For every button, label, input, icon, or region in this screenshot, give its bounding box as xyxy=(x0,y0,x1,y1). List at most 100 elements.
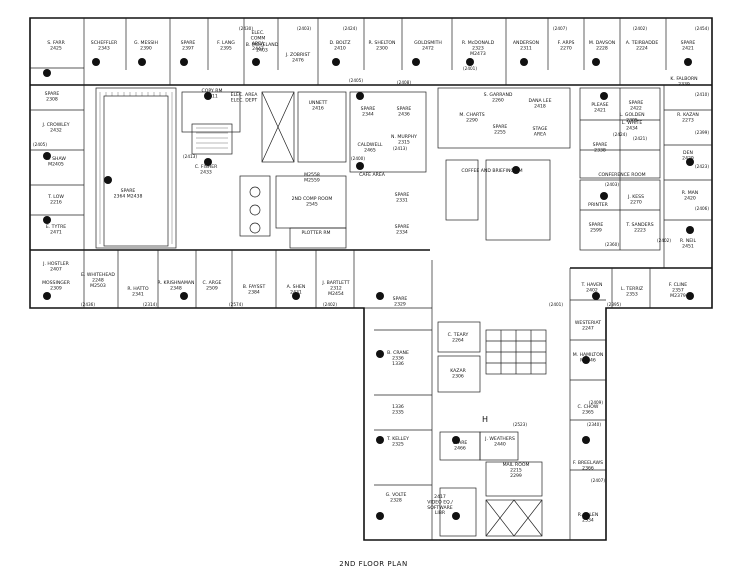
room-label-line: 2315 xyxy=(398,139,410,145)
room-label-line: 2341 xyxy=(132,291,144,297)
room-label-line: L. WHITE xyxy=(622,120,643,126)
plan-caption: 2ND FLOOR PLAN xyxy=(339,560,408,568)
room-label-line: M. HAMILTON xyxy=(573,352,604,358)
room-label-line: ELEC. xyxy=(251,30,264,36)
room-label-line: 2299 xyxy=(510,473,522,479)
room-number-tag: (2405) xyxy=(33,142,47,147)
room-label-line: SPARE xyxy=(681,40,696,46)
room-label-line: SPARE xyxy=(45,91,60,97)
room-label-line: F. CLINE xyxy=(669,282,687,288)
room-number-tag: (2405) xyxy=(349,78,363,83)
room-label-line: 2216 xyxy=(50,199,62,205)
room-label-line: C. ARGE xyxy=(203,280,222,286)
room-label-line: J. HOSTLER xyxy=(42,261,70,267)
room-number-tag: (2523) xyxy=(513,422,527,427)
room-label-line: 2215 xyxy=(510,467,522,473)
room-label-line: 2331 xyxy=(396,197,408,203)
room-label-line: M2454 xyxy=(328,291,344,297)
room-label-line: 2425 xyxy=(50,45,62,51)
room-number-tag: (2403) xyxy=(297,26,311,31)
room-label-line: M. DAVSON xyxy=(589,40,615,46)
room-number-tag: (2314) xyxy=(143,302,157,307)
room-label-line: R. McDONALD xyxy=(462,40,495,46)
room-label-line: M. CHARTS xyxy=(459,112,484,118)
room-label-line: R. MAN xyxy=(682,190,699,196)
room-label-line: C. CHOW xyxy=(578,404,599,410)
room-label-line: 2339 xyxy=(678,81,690,87)
room-label-line: 2429 xyxy=(682,155,694,161)
room-number-tag: (2413) xyxy=(183,154,197,159)
room-label-line: M2379 xyxy=(670,293,686,299)
room-label: PLOTTER RM xyxy=(301,230,330,236)
room-label-line: 2323 xyxy=(472,45,484,51)
room-label-line: 2418 xyxy=(534,103,546,109)
room-label-line: SPARE xyxy=(395,192,410,198)
room-label-line: 2465 xyxy=(364,147,376,153)
room-number-tag: (2403) xyxy=(605,182,619,187)
room-label-line: SCHEFFLER xyxy=(91,40,118,46)
room-label-line: 2432 xyxy=(50,127,62,133)
room-label-line: M2558 xyxy=(304,172,320,178)
room-label-line: A. SHEN xyxy=(287,284,306,290)
room-number-tag: (2424) xyxy=(613,132,627,137)
room-label-line: 2365 xyxy=(582,409,594,415)
room-label-line: LIBR xyxy=(435,510,446,516)
room-label-line: 2436 xyxy=(398,111,410,117)
room-label-line: J. CROWLEY xyxy=(41,122,69,128)
room-label-line: 2309 xyxy=(50,285,62,291)
room-label-line: MAIL ROOM xyxy=(503,462,530,468)
room-label-line: 2ND COMP ROOM xyxy=(292,196,333,202)
room-label-line: R. KAZAN xyxy=(677,112,699,118)
room-label-line: SOFTWARE xyxy=(427,505,453,511)
room-label-line: ELEC. AREA xyxy=(231,92,259,98)
room-number-tag: (2340) xyxy=(587,422,601,427)
room-number-tag: (2413) xyxy=(393,146,407,151)
room-label-line: 2270 xyxy=(560,45,572,51)
room-label-line: 2329 xyxy=(394,301,406,307)
room-label-line: 2248 xyxy=(92,277,104,283)
room-label-line: R. NEIL xyxy=(680,238,697,244)
room-number-tag: (2410) xyxy=(695,92,709,97)
room-label-line: SPARE xyxy=(453,440,468,446)
room-number-tag: (2406) xyxy=(695,206,709,211)
room-label-line: 2434 xyxy=(626,125,638,131)
room-label-line: SPARE xyxy=(395,224,410,230)
room-label-line: 2545 xyxy=(306,201,318,207)
room-label-line: 1336 xyxy=(392,404,404,410)
room-label-line: 2421 xyxy=(594,107,606,113)
room-number-tag: (2402) xyxy=(323,302,337,307)
room-label-line: 2451 xyxy=(682,243,694,249)
room-number-tag: (2454) xyxy=(695,26,709,31)
room-number-tag: (2409) xyxy=(589,400,603,405)
room-label-line: J. BARTLETT xyxy=(321,280,349,286)
room-label-line: ELEC. DEPT xyxy=(231,97,258,103)
